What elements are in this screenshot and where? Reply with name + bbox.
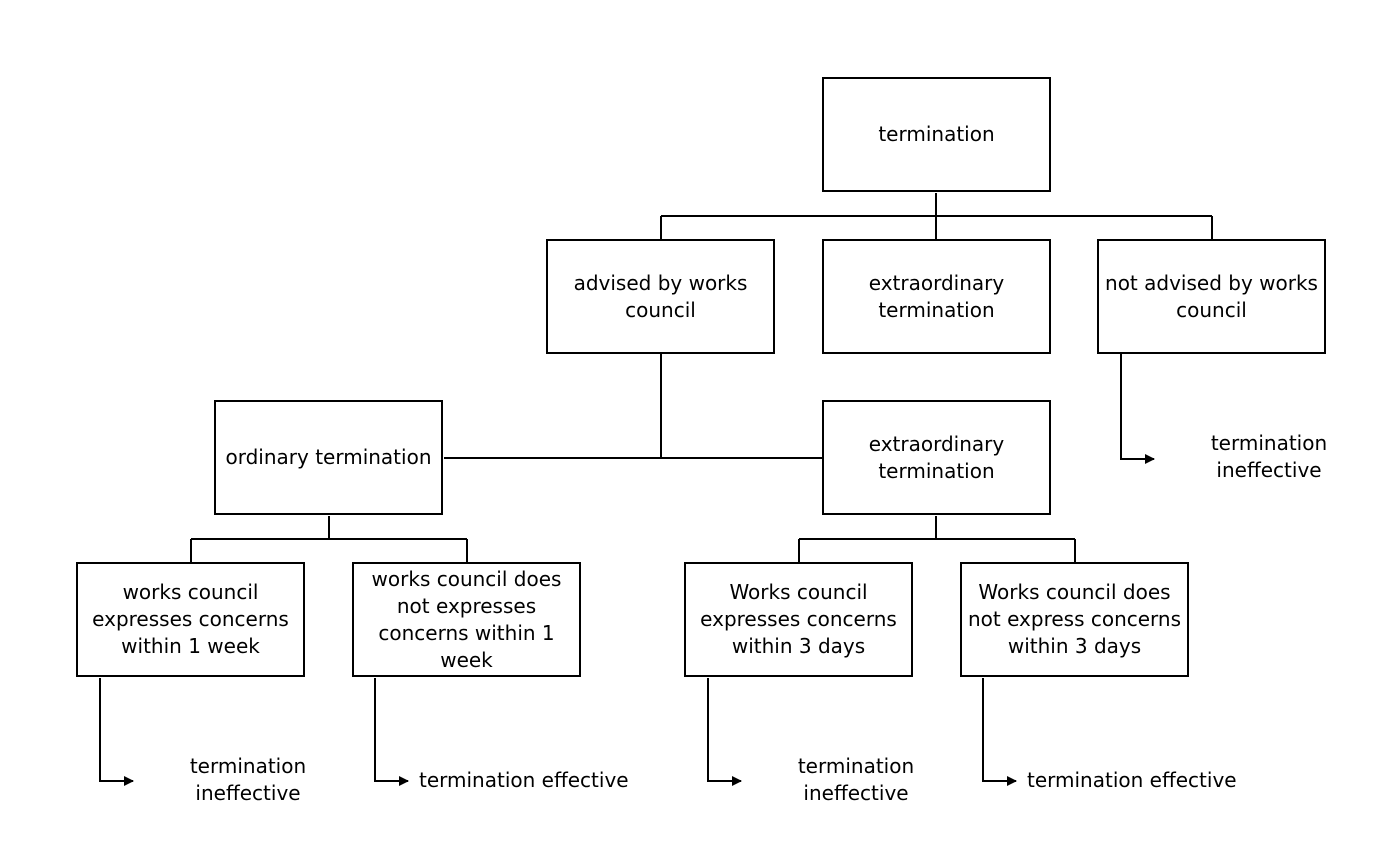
- outcome-no-concerns-1-week: termination effective: [419, 767, 629, 794]
- node-not-advised-by-works-council: not advised by works council: [1097, 239, 1326, 354]
- outcome-not-advised-label: termination ineffective: [1210, 431, 1328, 482]
- arrow-not-advised: [1120, 354, 1155, 464]
- node-wc-no-concerns-days-label: Works council does not express concerns …: [967, 580, 1182, 658]
- node-ordinary-termination: ordinary termination: [214, 400, 443, 515]
- arrow-concerns-week: [99, 678, 134, 786]
- node-advised-by-works-council: advised by works council: [546, 239, 775, 354]
- node-wc-no-concerns-week-label: works council does not expresses concern…: [371, 566, 562, 672]
- node-wc-concerns-1-week: works council expresses concerns within …: [76, 562, 305, 677]
- arrow-no-concerns-week: [374, 678, 409, 786]
- node-extraordinary-mid-label: extraordinary termination: [868, 431, 1005, 483]
- arrow-no-concerns-days: [982, 678, 1017, 786]
- node-wc-concerns-week-label: works council expresses concerns within …: [92, 580, 289, 658]
- outcome-no-concerns-3-days: termination effective: [1027, 767, 1237, 794]
- node-extraordinary-termination-top: extraordinary termination: [822, 239, 1051, 354]
- node-extraordinary-termination-mid: extraordinary termination: [822, 400, 1051, 515]
- outcome-no-concerns-days-label: termination effective: [1027, 768, 1237, 792]
- node-extraordinary-top-label: extraordinary termination: [868, 270, 1005, 322]
- node-termination: termination: [822, 77, 1051, 192]
- node-wc-no-concerns-3-days: Works council does not express concerns …: [960, 562, 1189, 677]
- outcome-no-concerns-week-label: termination effective: [419, 768, 629, 792]
- outcome-not-advised: termination ineffective: [1199, 430, 1339, 484]
- outcome-concerns-days-label: termination ineffective: [797, 754, 915, 805]
- node-not-advised-label: not advised by works council: [1105, 270, 1318, 322]
- node-wc-no-concerns-1-week: works council does not expresses concern…: [352, 562, 581, 677]
- node-ordinary-label: ordinary termination: [225, 445, 432, 469]
- outcome-concerns-3-days: termination ineffective: [786, 753, 926, 807]
- node-wc-concerns-3-days: Works council expresses concerns within …: [684, 562, 913, 677]
- outcome-concerns-week-label: termination ineffective: [189, 754, 307, 805]
- node-wc-concerns-days-label: Works council expresses concerns within …: [700, 580, 897, 658]
- node-advised-label: advised by works council: [573, 270, 748, 322]
- arrow-concerns-days: [707, 678, 742, 786]
- node-termination-label: termination: [878, 122, 995, 146]
- outcome-concerns-1-week: termination ineffective: [178, 753, 318, 807]
